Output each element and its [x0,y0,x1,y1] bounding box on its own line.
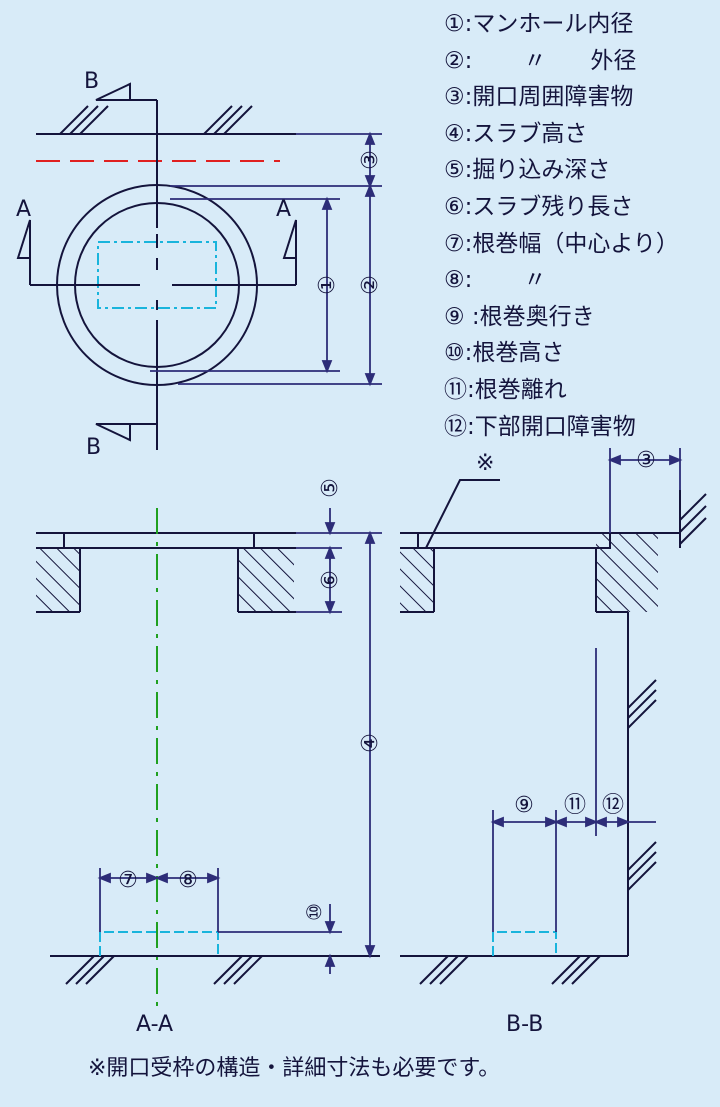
legend-item-6: ⑥:スラブ残り長さ [444,193,634,220]
dim-2-label: ② [358,275,383,295]
section-a-left-label: A [16,197,31,222]
dim-10-label: ⑩ [302,903,326,921]
note-leader [425,479,500,549]
plan-dimensions [150,131,382,387]
dim-11-label: ⑪ [564,793,586,818]
legend-item-5: ⑤:掘り込み深さ [444,157,611,184]
legend-item-1: ①:マンホール内径 [444,11,634,37]
dim-9-label: ⑨ [514,793,534,818]
bb-right-wall-hatch [596,533,658,612]
bb-floor-hatch [419,955,601,985]
footnote: ※開口受枠の構造・詳細寸法も必要です。 [88,1056,501,1081]
caption-bb: B-B [506,1012,544,1037]
diagram-labels: B B A A ① ② ③ ④ ⑤ ⑥ ⑩ ⑦ ⑧ ⑨ ⑪ ⑫ ③ ※ [16,69,656,921]
dim-6-label: ⑥ [318,570,343,590]
dim-3-label: ③ [358,150,383,170]
bb-lower-wall-hatch [627,679,657,891]
aa-floor-hatch [65,955,263,985]
section-a-left-mark [16,219,31,285]
aa-left-wall-hatch [36,548,80,612]
aa-base-block [99,931,219,956]
bb-dimensions [490,448,683,932]
legend-item-11: ⑪:根巻離れ [444,376,567,403]
plan-base-dash-rect [97,241,217,309]
legend-item-2: ②: 〃 外径 [444,47,637,74]
aa-recess-profile [63,533,255,612]
aa-right-wall-hatch [238,548,294,612]
section-b-top-label: B [84,69,99,94]
legend-item-10: ⑩:根巻高さ [444,340,565,367]
bb-dim-3-label: ③ [636,448,656,473]
dim-1-label: ① [315,275,340,295]
legend-list: ①:マンホール内径 ②: 〃 外径 ③:開口周囲障害物 ④:スラブ高さ ⑤:掘り… [444,6,679,445]
bb-obstacle-hatch [679,493,707,545]
caption-aa: A-A [136,1012,174,1037]
note-mark: ※ [476,451,494,476]
bb-base-block [492,931,557,956]
legend-item-3: ③:開口周囲障害物 [444,84,634,111]
dim-8-label: ⑧ [178,868,198,893]
section-aa [36,508,380,1010]
dim-4-label: ④ [358,733,383,753]
dim-12-label: ⑫ [602,793,624,818]
plan-view [16,82,297,450]
section-b-bottom-label: B [86,435,101,460]
bb-recess-profile [417,533,611,612]
legend-item-8: ⑧: 〃 [444,267,547,294]
legend-item-9: ⑨ :根巻奥行き [444,303,595,330]
section-b-top-mark [95,82,157,101]
plan-slab-hatch [59,105,253,135]
section-b-bottom-mark [95,423,157,442]
legend-item-7: ⑦:根巻幅（中心より） [444,230,679,257]
dim-5-label: ⑤ [318,478,343,498]
section-a-right-mark [282,219,297,285]
dim-7-label: ⑦ [118,868,138,893]
legend-item-12: ⑫:下部開口障害物 [444,413,636,440]
legend-item-4: ④:スラブ高さ [444,120,588,147]
bb-left-wall-hatch [400,548,434,612]
aa-dimensions [97,508,382,974]
section-a-right-label: A [276,197,291,222]
section-bb [400,479,707,985]
